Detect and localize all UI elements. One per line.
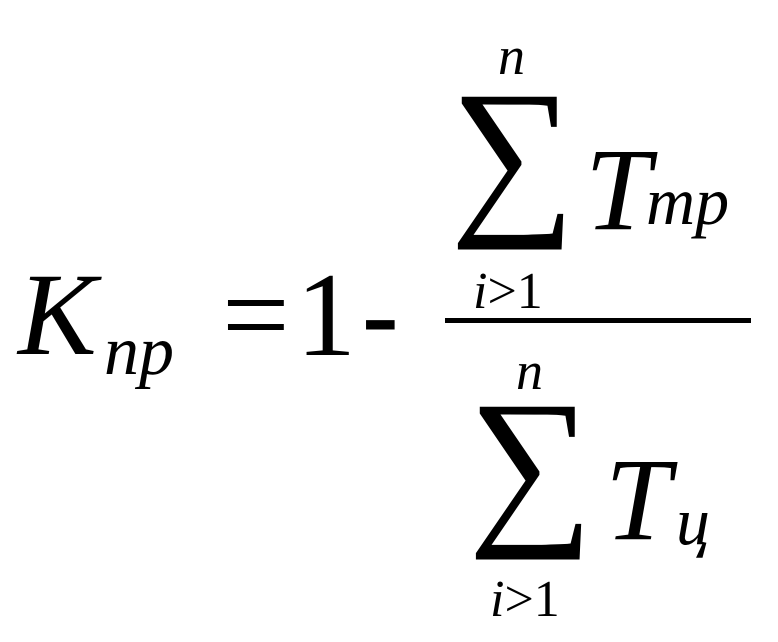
numerator-lower-limit: i>1 [473,263,543,320]
denominator-sum-icon: ∑ [468,366,594,561]
numerator-term-subscript: mp [646,163,730,239]
lhs-symbol: K [18,249,97,380]
lhs-subscript: np [104,313,174,390]
denominator-term: T [605,434,671,565]
denominator-lower-limit: i>1 [490,571,560,628]
numerator-upper-limit: n [498,26,525,86]
denominator-upper-limit: n [516,341,543,401]
one: 1 [296,248,356,381]
equals-sign: = [222,248,290,381]
denominator-term-subscript: ц [676,483,710,559]
numerator-sum-icon: ∑ [450,56,576,251]
fraction-line [445,318,751,323]
numerator-term: T [585,124,651,255]
minus-sign: - [362,253,399,375]
